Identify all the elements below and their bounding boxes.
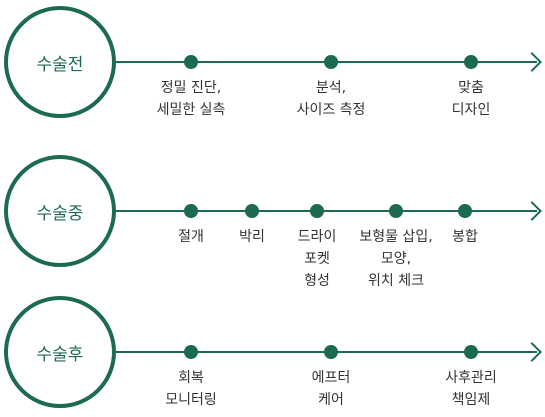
step-dot <box>389 204 403 218</box>
timeline-line <box>116 210 537 212</box>
step-dot <box>310 204 324 218</box>
stage-circle-3: 수술후 <box>4 296 116 408</box>
arrow-head-icon <box>522 342 542 362</box>
step-dot <box>245 204 259 218</box>
arrow-head-icon <box>522 201 542 221</box>
step-label-line: 형성 <box>304 273 330 289</box>
step-label: 절개 <box>178 226 204 248</box>
step-label: 박리 <box>239 226 265 248</box>
step-dot <box>184 345 198 359</box>
step-label-line: 모니터링 <box>165 392 217 408</box>
step-label-line: 맞춤 <box>458 80 484 96</box>
stage-title: 수술전 <box>36 54 84 75</box>
step-label-line: 케어 <box>318 392 344 408</box>
step-label-line: 위치 체크 <box>368 273 424 289</box>
step-label-line: 에프터 <box>311 370 351 386</box>
step-label-line: 드라이 <box>297 229 337 245</box>
step-label-line: 세밀한 실측 <box>156 102 226 118</box>
step-label: 정밀 진단, 세밀한 실측 <box>157 77 226 121</box>
step-label-line: 사이즈 측정 <box>296 102 366 118</box>
step-label-line: 박리 <box>239 229 265 245</box>
step-label-line: 디자인 <box>451 102 491 118</box>
step-label: 봉합 <box>452 226 478 248</box>
step-label: 보형물 삽입, 모양, 위치 체크 <box>359 226 432 292</box>
step-dot <box>464 345 478 359</box>
step-label-line: 분석, <box>315 80 347 96</box>
step-label-line: 포켓 <box>304 251 330 267</box>
step-dot <box>324 345 338 359</box>
step-dot <box>184 204 198 218</box>
step-dot <box>184 55 198 69</box>
step-label-line: 모양, <box>380 251 412 267</box>
stage-circle-2: 수술중 <box>4 155 116 267</box>
stage-title: 수술중 <box>36 203 84 224</box>
stage-title: 수술후 <box>36 344 84 365</box>
step-label-line: 보형물 삽입, <box>359 229 433 245</box>
step-dot <box>458 204 472 218</box>
step-dot <box>324 55 338 69</box>
step-label: 분석, 사이즈 측정 <box>297 77 366 121</box>
step-label-line: 책임제 <box>451 392 491 408</box>
step-label-line: 절개 <box>178 229 204 245</box>
step-label-line: 봉합 <box>452 229 478 245</box>
step-label-line: 사후관리 <box>445 370 497 386</box>
step-label-line: 정밀 진단, <box>160 80 222 96</box>
stage-circle-1: 수술전 <box>4 6 116 118</box>
arrow-head-icon <box>522 52 542 72</box>
step-label-line: 회복 <box>178 370 204 386</box>
step-dot <box>464 55 478 69</box>
